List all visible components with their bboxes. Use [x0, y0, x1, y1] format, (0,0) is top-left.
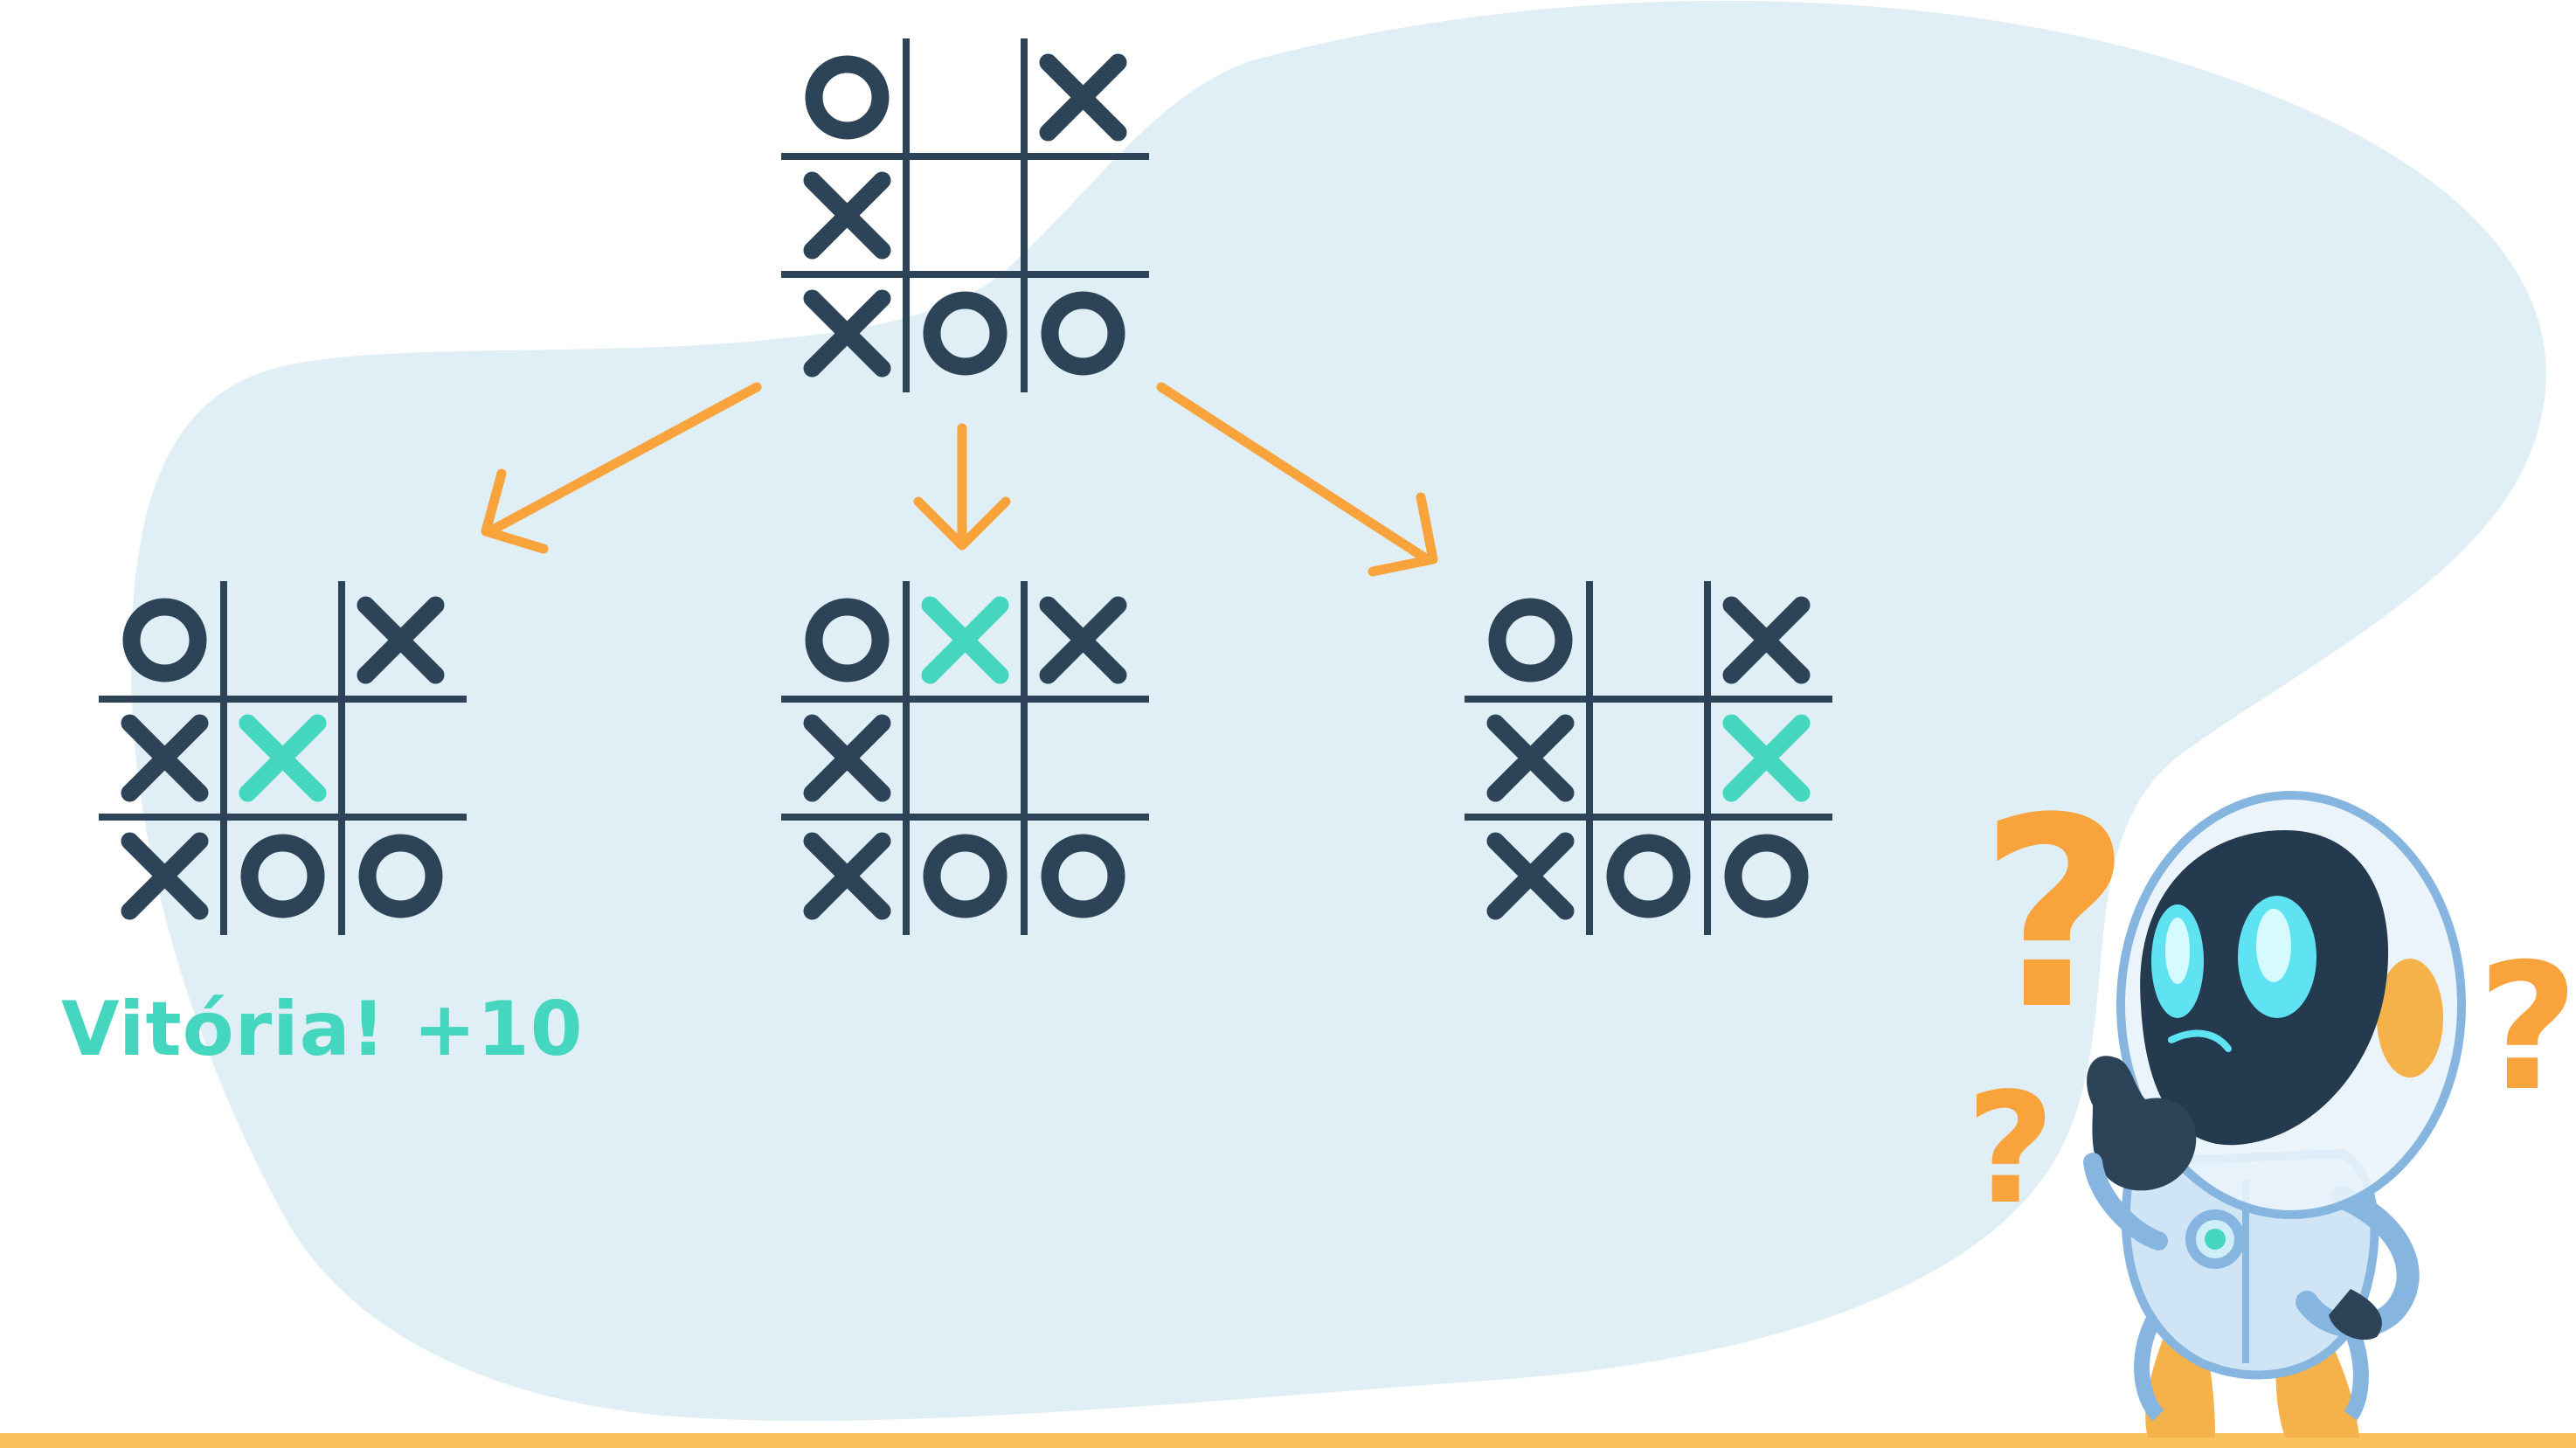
o-mark-icon — [358, 834, 443, 918]
child-board-1 — [99, 581, 467, 935]
x-mark-icon — [357, 596, 445, 684]
o-mark-icon — [1606, 834, 1691, 918]
arrow-head-middle — [913, 496, 1011, 551]
o-mark-icon — [805, 55, 890, 140]
result-label-win: Vitória! +10 — [61, 986, 584, 1073]
o-mark-icon — [923, 834, 1008, 918]
arrow-to-left-board — [491, 382, 762, 533]
x-mark-icon — [1722, 596, 1811, 684]
child-board-2 — [781, 581, 1149, 935]
o-mark-icon — [1488, 598, 1573, 682]
x-mark-icon — [239, 714, 327, 802]
x-mark-icon — [803, 714, 891, 802]
o-mark-icon — [1041, 834, 1125, 918]
boards — [99, 38, 1832, 935]
board-grid — [99, 581, 467, 935]
x-mark-icon — [1722, 714, 1811, 802]
x-mark-icon — [121, 832, 209, 920]
question-mark-icon: ? — [2477, 926, 2576, 1130]
o-mark-icon — [240, 834, 325, 918]
x-mark-icon — [1039, 596, 1127, 684]
board-grid — [1465, 581, 1832, 935]
arrow-to-right-board — [1156, 382, 1430, 563]
x-mark-icon — [1039, 53, 1127, 142]
root-board — [781, 38, 1149, 392]
x-mark-icon — [121, 714, 209, 802]
floor-line — [0, 1433, 2576, 1448]
arrow-head-right — [1368, 492, 1438, 577]
o-mark-icon — [1724, 834, 1809, 918]
x-mark-icon — [803, 171, 891, 260]
robot-icon: ? ? ? ? — [1966, 762, 2576, 1438]
question-mark-icon: ? — [1966, 1061, 2055, 1238]
background-blob — [131, 0, 2546, 1421]
o-mark-icon — [923, 291, 1008, 376]
o-mark-icon — [805, 598, 890, 682]
board-grid — [781, 38, 1149, 392]
x-mark-icon — [921, 596, 1009, 684]
robot-hand — [2087, 1056, 2197, 1191]
arrow-head-left — [481, 468, 549, 554]
x-mark-icon — [803, 289, 891, 378]
question-mark-icon: ? — [1979, 762, 2131, 1067]
board-grid — [781, 581, 1149, 935]
arrows — [481, 382, 1438, 577]
child-board-3 — [1465, 581, 1832, 935]
o-mark-icon — [122, 598, 207, 682]
x-mark-icon — [1486, 832, 1575, 920]
x-mark-icon — [803, 832, 891, 920]
robot-ear — [2377, 959, 2443, 1077]
o-mark-icon — [1041, 291, 1125, 376]
x-mark-icon — [1486, 714, 1575, 802]
